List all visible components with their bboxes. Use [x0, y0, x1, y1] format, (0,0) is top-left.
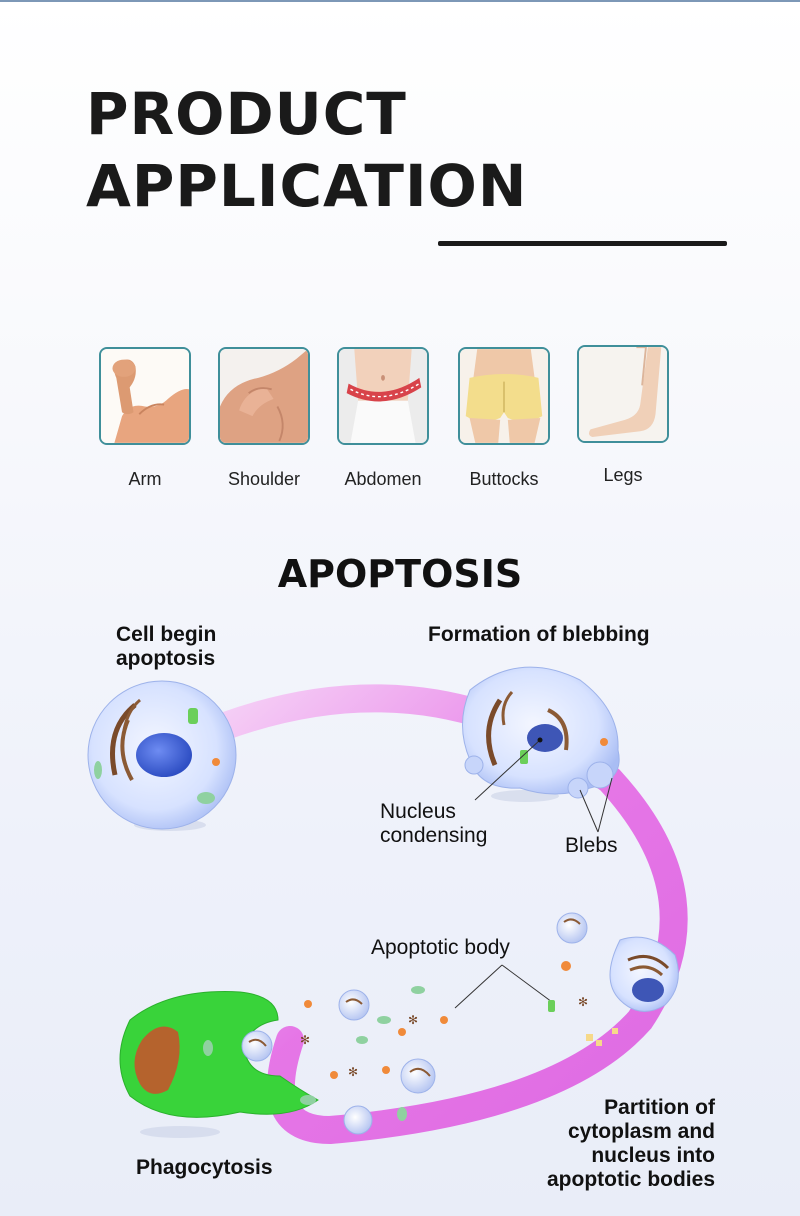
body-part-label: Shoulder [227, 469, 301, 489]
stage-label-line: Cell begin [116, 623, 217, 646]
svg-text:✻: ✻ [578, 995, 588, 1009]
apoptosis-diagram: ✻ ✻ ✻ ✻ [87, 666, 688, 1145]
abdomen-icon [337, 347, 429, 445]
buttocks-icon [458, 347, 550, 445]
stage-label-partition: Partition of cytoplasm and nucleus into … [500, 1096, 715, 1192]
body-part-shoulder: Shoulder [201, 347, 327, 490]
annotation-line-text: condensing [380, 824, 488, 847]
legs-icon [577, 345, 669, 443]
stage-label-phagocytosis: Phagocytosis [136, 1156, 273, 1179]
body-part-label: Legs [603, 465, 643, 485]
phagocyte [119, 991, 319, 1138]
body-part-arm: Arm [82, 347, 208, 490]
top-border [0, 0, 800, 2]
title-underline [438, 241, 727, 246]
body-part-label: Buttocks [469, 469, 539, 489]
initial-cell [87, 680, 237, 831]
svg-text:✻: ✻ [348, 1065, 358, 1079]
body-part-buttocks: Buttocks [441, 347, 567, 490]
stage-label-line: apoptotic bodies [547, 1168, 715, 1191]
title-line-1: PRODUCT [86, 80, 407, 148]
annotation-blebs: Blebs [565, 834, 618, 857]
arm-icon [99, 347, 191, 445]
stage-label-blebbing: Formation of blebbing [428, 623, 650, 646]
title-line-2: APPLICATION [86, 152, 528, 220]
stage-label-line: apoptosis [116, 647, 216, 670]
body-part-legs: Legs [560, 345, 686, 486]
body-part-label: Arm [128, 469, 162, 489]
stage-label-line: nucleus into [591, 1144, 715, 1167]
annotation-nucleus: Nucleus condensing [380, 800, 487, 848]
apoptotic-bodies: ✻ ✻ ✻ ✻ [300, 986, 588, 1135]
body-part-abdomen: Abdomen [320, 347, 446, 490]
svg-text:✻: ✻ [408, 1013, 418, 1027]
stage-label-line: cytoplasm and [567, 1120, 715, 1143]
svg-text:✻: ✻ [300, 1033, 310, 1047]
body-part-label: Abdomen [344, 469, 422, 489]
page-title: PRODUCT APPLICATION [86, 78, 527, 222]
stage-label-start: Cell begin apoptosis [116, 623, 216, 671]
stage-label-line: Partition of [604, 1096, 715, 1119]
shoulder-icon [218, 347, 310, 445]
fragmenting-cell [556, 912, 679, 1046]
annotation-line-text: Nucleus [380, 800, 456, 823]
blebbing-cell [462, 666, 620, 802]
apoptosis-title: APOPTOSIS [277, 552, 523, 596]
annotation-lines [454, 739, 613, 1009]
annotation-apoptotic-body: Apoptotic body [371, 936, 510, 959]
